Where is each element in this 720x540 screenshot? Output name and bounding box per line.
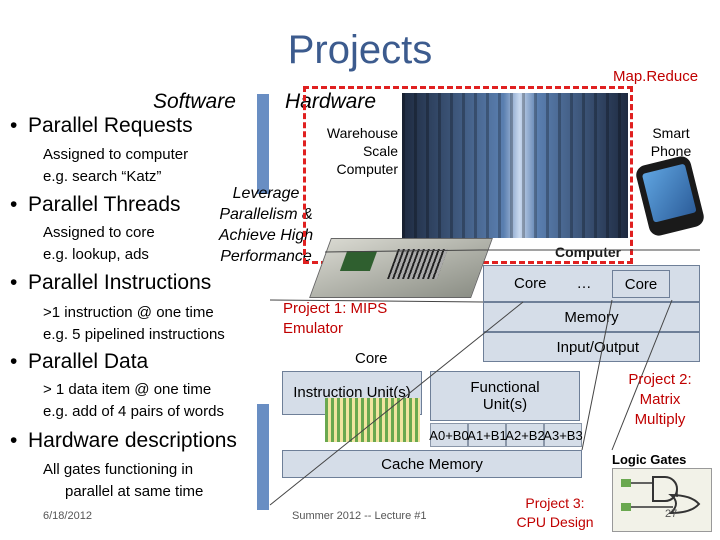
bullet-parallel-requests: •Parallel Requests bbox=[10, 114, 193, 137]
mapreduce-label: Map.Reduce bbox=[613, 68, 699, 85]
core-label: Core bbox=[355, 350, 388, 367]
add-cell-3: A3+B3 bbox=[543, 423, 583, 447]
footer-date: 6/18/2012 bbox=[43, 510, 92, 522]
core-right-box: Core bbox=[612, 270, 670, 298]
hardware-label: Hardware bbox=[285, 90, 377, 113]
add-cell-1: A1+B1 bbox=[467, 423, 507, 447]
footer-lecture: Summer 2012 -- Lecture #1 bbox=[292, 510, 427, 522]
bullet-parallel-instructions: •Parallel Instructions bbox=[10, 271, 212, 294]
divider-bar-bottom bbox=[257, 404, 269, 510]
io-box: Input/Output bbox=[483, 332, 700, 362]
datacenter-image bbox=[402, 93, 628, 238]
software-label: Software bbox=[153, 90, 236, 113]
footer-page-number: 27 bbox=[665, 508, 678, 520]
bullet-hardware-descriptions: •Hardware descriptions bbox=[10, 429, 237, 452]
computer-label: Computer bbox=[555, 244, 622, 260]
add-cell-2: A2+B2 bbox=[505, 423, 545, 447]
logic-gates-label: Logic Gates bbox=[612, 452, 687, 467]
slide-title: Projects bbox=[287, 28, 433, 72]
pipeline-image bbox=[325, 398, 420, 442]
add-cell-0: A0+B0 bbox=[429, 423, 469, 447]
bullet-parallel-threads: •Parallel Threads bbox=[10, 193, 181, 216]
bullet-parallel-data: •Parallel Data bbox=[10, 350, 149, 373]
memory-box: Memory bbox=[483, 302, 700, 332]
divider-bar-top bbox=[257, 94, 269, 194]
mapreduce-dashed-edge bbox=[600, 86, 633, 264]
logic-gates-image bbox=[612, 468, 712, 532]
project3-label: Project 3:CPU Design bbox=[516, 495, 594, 530]
